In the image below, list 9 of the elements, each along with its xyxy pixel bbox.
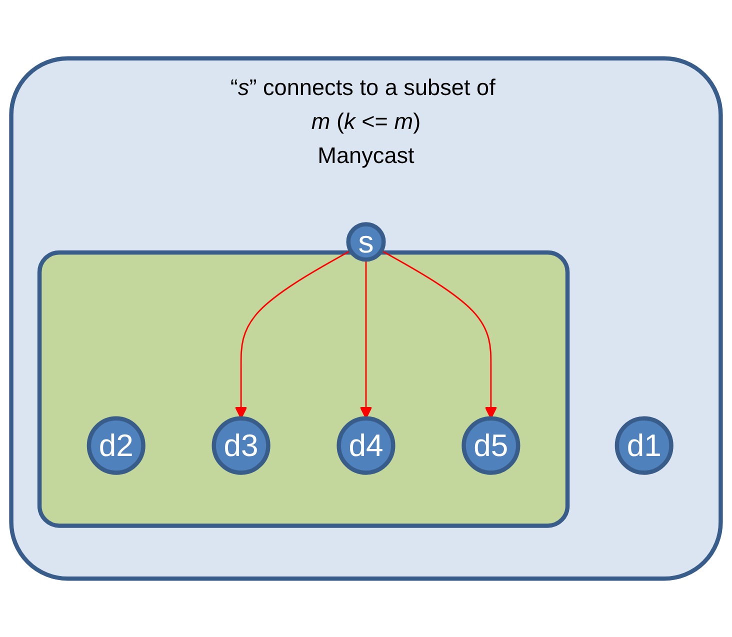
node-circle: d5: [462, 416, 520, 475]
arrow: [360, 260, 372, 419]
node-circle: d2: [86, 416, 146, 475]
arrow: [234, 250, 351, 419]
node-circle: s: [346, 222, 386, 262]
arrow: [381, 250, 498, 419]
node-circle: d1: [614, 416, 674, 475]
node-circle: d4: [336, 416, 396, 475]
node-circle: d3: [212, 416, 270, 475]
